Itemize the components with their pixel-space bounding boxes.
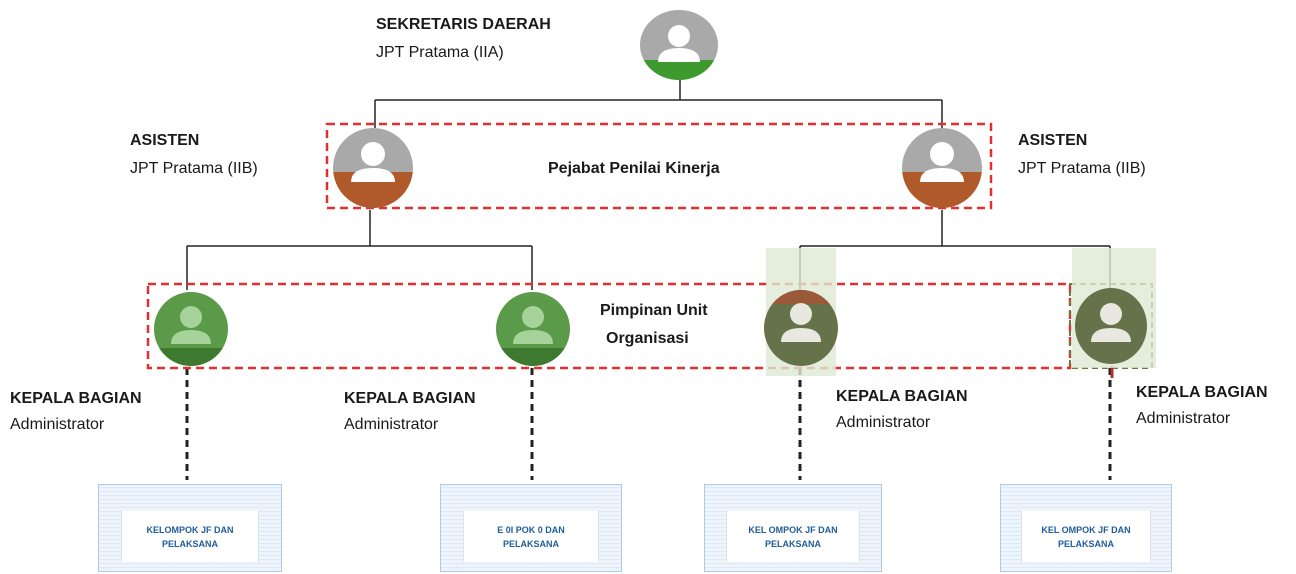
group-box-4: KEL OMPOK JF DAN PELAKSANA <box>1000 484 1172 572</box>
person-icon <box>351 142 395 182</box>
person-icon <box>658 25 700 62</box>
unit-outline <box>146 282 1072 370</box>
person-icon <box>781 303 821 342</box>
assistant-right-title: ASISTEN <box>1018 132 1088 149</box>
head-4-subtitle: Administrator <box>1136 410 1231 427</box>
group-box-2-line2: PELAKSANA <box>502 538 559 549</box>
head-1-title: KEPALA BAGIAN <box>10 390 142 407</box>
head-2-avatar <box>496 292 570 366</box>
ppk-outline <box>325 122 993 210</box>
group-box-3-line2: PELAKSANA <box>764 538 821 549</box>
unit-label-line2: Organisasi <box>606 330 689 347</box>
group-box-1-line2: PELAKSANA <box>161 538 218 549</box>
head-2-subtitle: Administrator <box>344 416 439 433</box>
top-title: SEKRETARIS DAERAH <box>376 16 551 33</box>
head-3-subtitle: Administrator <box>836 414 931 431</box>
group-box-4-line1: KEL OMPOK JF DAN <box>1041 524 1131 535</box>
ppk-label: Pejabat Penilai Kinerja <box>548 160 720 177</box>
head-4-title: KEPALA BAGIAN <box>1136 384 1268 401</box>
unit-label-line1: Pimpinan Unit <box>600 302 708 319</box>
person-icon <box>920 142 964 182</box>
head-3-avatar <box>764 290 838 366</box>
top-subtitle: JPT Pratama (IIA) <box>376 44 504 61</box>
assistant-left-title: ASISTEN <box>130 132 200 149</box>
group-box-2: E 0I POK 0 DAN PELAKSANA <box>440 484 622 572</box>
person-icon <box>1091 303 1131 342</box>
head-3-title: KEPALA BAGIAN <box>836 388 968 405</box>
assistant-right-avatar <box>902 128 982 208</box>
group-box-2-line1: E 0I POK 0 DAN <box>497 524 565 535</box>
assistant-left-subtitle: JPT Pratama (IIB) <box>130 160 258 177</box>
group-box-1-line1: KELOMPOK JF DAN <box>146 524 234 535</box>
head-4-avatar <box>1075 288 1147 364</box>
assistant-right-subtitle: JPT Pratama (IIB) <box>1018 160 1146 177</box>
person-icon <box>171 306 211 344</box>
group-box-4-line2: PELAKSANA <box>1057 538 1114 549</box>
head-1-avatar <box>154 292 228 366</box>
head-2-title: KEPALA BAGIAN <box>344 390 476 407</box>
group-box-3: KEL OMPOK JF DAN PELAKSANA <box>704 484 882 572</box>
head-1-subtitle: Administrator <box>10 416 105 433</box>
assistant-left-avatar <box>333 128 413 208</box>
group-box-3-line1: KEL OMPOK JF DAN <box>748 524 838 535</box>
group-box-1: KELOMPOK JF DAN PELAKSANA <box>98 484 282 572</box>
person-icon <box>513 306 553 344</box>
top-node-avatar <box>640 10 718 80</box>
